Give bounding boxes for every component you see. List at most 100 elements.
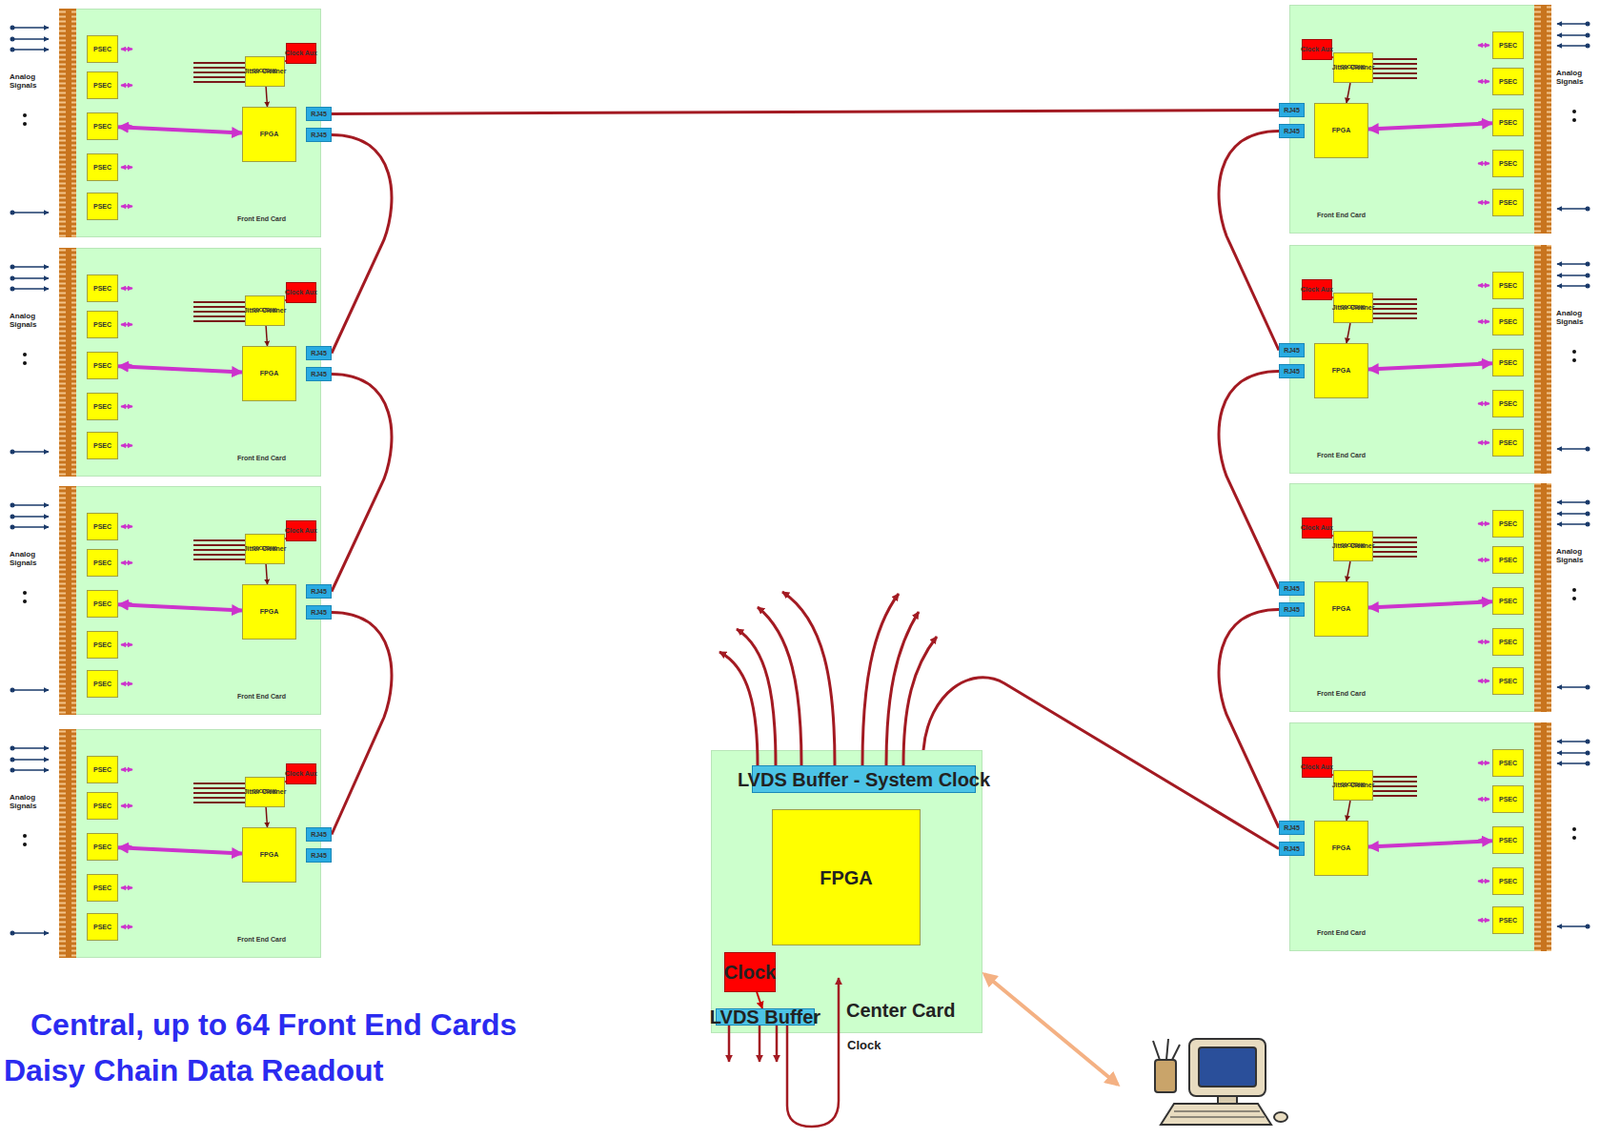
node-text: RJ45 (1283, 585, 1300, 593)
clock-line (193, 76, 245, 79)
signal-arrow (1557, 523, 1588, 526)
psec-link (1478, 880, 1490, 883)
front-end-card: Front End CardPSECPSECPSECPSECPSECClock … (1289, 244, 1552, 474)
psec-chip: PSEC (1492, 271, 1524, 300)
clock-line (1365, 62, 1418, 65)
signal-arrow (1557, 263, 1588, 265)
connector (331, 135, 392, 354)
clock-line (1365, 789, 1418, 792)
connector (1332, 534, 1334, 537)
signal-arrow (1557, 512, 1588, 515)
psec-chip: PSEC (86, 669, 119, 698)
connector (265, 807, 267, 828)
signal-arrow (12, 265, 49, 268)
psec-link (1478, 559, 1490, 562)
node-text: RJ45 (310, 830, 327, 839)
connector (1346, 561, 1351, 582)
clock-line (1365, 58, 1418, 61)
connector (1218, 371, 1279, 589)
jitter-cleaner: Jitter CleanerCDCE62005 (244, 533, 285, 565)
node-text: PSEC (93, 523, 112, 531)
signal-arrow (12, 504, 49, 507)
node-text: PSEC (1498, 877, 1518, 886)
node-text: PSEC (1498, 78, 1518, 86)
node-text: Front End Card (237, 215, 286, 223)
rj45-port: RJ45 (1278, 602, 1305, 617)
ellipsis-dot (1572, 118, 1577, 122)
psec-link (121, 683, 133, 686)
psec-chip: PSEC (1492, 749, 1524, 777)
psec-link (1478, 680, 1490, 683)
signal-label: Analog Signals (1556, 69, 1597, 87)
node-text: RJ45 (1283, 106, 1300, 115)
psec-chip: PSEC (1492, 67, 1524, 96)
edge-connector (1534, 483, 1552, 712)
edge-connector (1534, 244, 1552, 474)
clock-line (193, 791, 245, 794)
node-text: Clock Aux (284, 769, 318, 778)
front-end-card: Front End CardPSECPSECPSECPSECPSECClock … (1289, 4, 1552, 234)
connector (1332, 56, 1334, 59)
signal-arrow (1557, 284, 1588, 287)
psec-chip: PSEC (86, 351, 119, 380)
node-text: RJ45 (310, 131, 327, 140)
clock-line (1365, 72, 1418, 75)
connector (118, 604, 243, 610)
node-text: PSEC (1498, 199, 1518, 207)
clock-line (1365, 317, 1418, 320)
node-text: PSEC (1498, 638, 1518, 647)
psec-chip: PSEC (1492, 627, 1524, 656)
psec-link (121, 445, 133, 447)
psec-chip: PSEC (86, 791, 119, 820)
signal-label: Analog Signals (9, 73, 50, 91)
psec-link (121, 166, 133, 169)
fpga-chip: FPGA (1314, 102, 1369, 159)
psec-chip: PSEC (86, 912, 119, 941)
rj45-port: RJ45 (305, 345, 332, 361)
node-text: PSEC (93, 843, 112, 851)
psec-link (1478, 284, 1490, 287)
node-text: Clock Aux (1300, 45, 1334, 54)
rj45-port: RJ45 (305, 584, 332, 599)
psec-link (1478, 403, 1490, 406)
psec-chip: PSEC (1492, 108, 1524, 137)
node-text: PSEC (93, 284, 112, 293)
ellipsis-dot (1572, 109, 1577, 114)
node-text: PSEC (93, 559, 112, 568)
node-text: PSEC (93, 163, 112, 172)
ellipsis-dot (22, 590, 27, 595)
node-text: Jitter Cleaner (1332, 542, 1376, 550)
node-text: RJ45 (1283, 845, 1300, 853)
psec-chip: PSEC (86, 873, 119, 902)
connector (1368, 601, 1493, 608)
jitter-cleaner: Jitter CleanerCDCE62005 (244, 776, 285, 808)
psec-chip: PSEC (1492, 348, 1524, 377)
psec-link (1478, 919, 1490, 922)
front-end-card: Front End CardPSECPSECPSECPSECPSECClock … (59, 729, 322, 958)
clock-line (193, 305, 245, 308)
psec-chip: PSEC (86, 548, 119, 577)
clock-line (193, 315, 245, 318)
psec-link (121, 769, 133, 771)
connector (118, 126, 243, 133)
node-text: PSEC (1498, 916, 1518, 925)
front-end-card: Front End CardPSECPSECPSECPSECPSECClock … (59, 8, 322, 238)
node-text: Clock (724, 961, 776, 983)
clock-line (193, 796, 245, 799)
psec-chip: PSEC (1492, 587, 1524, 615)
jitter-cleaner: Jitter CleanerCDCE62005 (1333, 52, 1374, 83)
signal-arrow (12, 688, 49, 691)
node-text: PSEC (1498, 400, 1518, 408)
signal-arrow (1557, 207, 1588, 210)
connector (1346, 323, 1351, 344)
connector (284, 537, 286, 540)
node-text: PSEC (1498, 520, 1518, 528)
node-text: FPGA (260, 130, 279, 139)
clock-line (1365, 67, 1418, 70)
clock-line (193, 801, 245, 804)
clock-line (193, 782, 245, 785)
rj45-port: RJ45 (1278, 581, 1305, 596)
